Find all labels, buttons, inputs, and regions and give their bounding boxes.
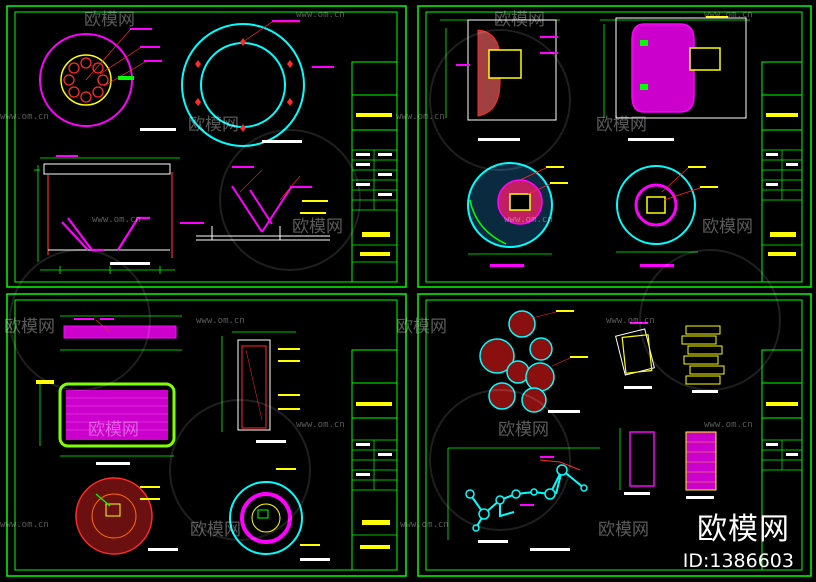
title-block [761, 349, 803, 571]
watermark-emblems [9, 29, 781, 541]
post-elevation [619, 428, 655, 495]
stepping-stone-cluster [479, 310, 588, 413]
sheet-bottom-left [6, 293, 407, 577]
planter-elevation-left [440, 19, 560, 141]
elevation-drawing [34, 155, 180, 274]
brand-logo: 欧模网 [697, 512, 790, 547]
round-planter-red [75, 477, 178, 555]
pattern-panel-elevation [685, 431, 717, 499]
title-block [351, 349, 398, 571]
ring-plan-magenta [39, 28, 176, 131]
bench-plan [36, 380, 176, 465]
wall-section [221, 331, 300, 443]
stacked-slab-elevation [681, 325, 725, 393]
planter-plan-right [616, 165, 718, 267]
sheet-top-right [417, 5, 812, 288]
resource-id: ID:1386603 [682, 550, 794, 572]
bench-elevation [60, 315, 182, 351]
planter-plan-left [467, 162, 568, 267]
title-block [351, 61, 398, 283]
ring-plan-cyan [181, 20, 334, 147]
stepping-path-network [447, 447, 600, 551]
sheet-top-left [6, 5, 407, 288]
round-planter-ring [229, 468, 330, 561]
detail-section [180, 166, 330, 241]
title-block [761, 61, 803, 283]
planter-elevation-right [600, 16, 750, 141]
sheet-bottom-right [417, 293, 812, 577]
tilted-slab-detail [615, 322, 655, 389]
